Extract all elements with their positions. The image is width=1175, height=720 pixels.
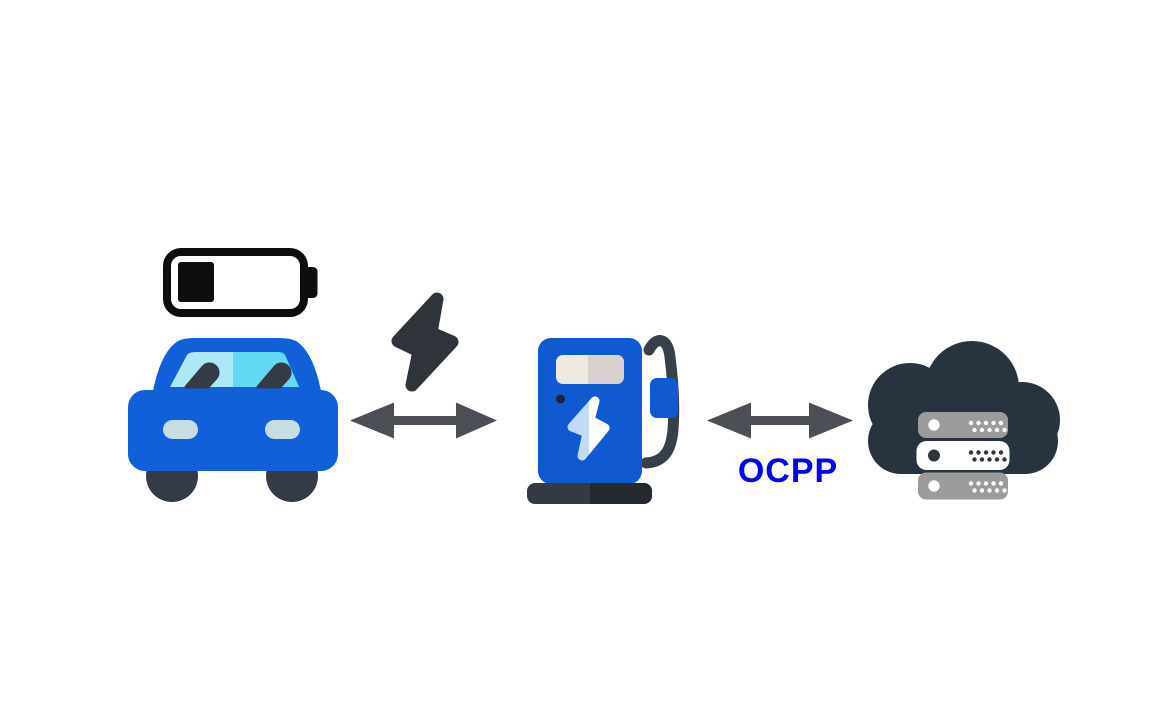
ev-charging-station-icon xyxy=(527,335,680,504)
station-indicator-dot xyxy=(556,394,565,404)
car-headlight-left xyxy=(163,420,198,439)
station-screen-right xyxy=(588,355,624,384)
lightning-bolt-icon xyxy=(391,292,459,392)
battery-terminal xyxy=(303,267,318,298)
car-headlight-right xyxy=(265,420,300,439)
car-station-arrow-icon xyxy=(350,402,497,439)
battery-low-icon xyxy=(163,248,318,317)
electric-car-icon xyxy=(128,338,338,502)
station-bolt-right xyxy=(589,396,610,455)
server-dots-bottom xyxy=(968,481,1007,493)
server-bar-top xyxy=(918,412,1008,438)
server-dots-top xyxy=(968,420,1007,433)
car-seat-left xyxy=(184,362,220,389)
server-bar-middle xyxy=(916,441,1010,470)
station-cloud-arrow-icon xyxy=(707,402,853,439)
server-bar-bottom xyxy=(918,472,1008,500)
car-seat-right xyxy=(256,362,292,389)
station-nozzle-holder xyxy=(650,378,678,418)
station-base-right xyxy=(590,483,652,504)
battery-level-fill xyxy=(178,262,214,302)
car-body xyxy=(128,390,338,471)
server-dots-middle xyxy=(968,450,1007,462)
cloud-server-icon xyxy=(868,341,1060,500)
ocpp-label: OCPP xyxy=(738,452,838,490)
